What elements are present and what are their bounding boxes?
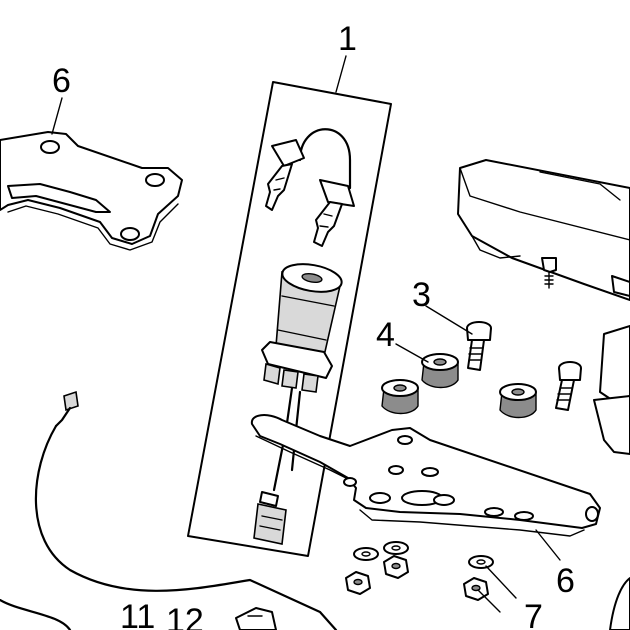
- grommet-2: [381, 379, 419, 415]
- washer-2: [383, 541, 409, 555]
- screw-right: [555, 361, 582, 411]
- leader-7b: [477, 589, 501, 613]
- leader-7a: [485, 565, 517, 599]
- nut-2: [345, 571, 371, 595]
- leader-4: [395, 343, 429, 363]
- cable: [0, 390, 338, 630]
- nut-1: [383, 555, 409, 579]
- callout-12: 12: [166, 602, 204, 630]
- callout-6-top: 6: [52, 62, 71, 100]
- leader-3: [425, 305, 473, 335]
- ignition-switch: [261, 263, 343, 393]
- callout-6-bottom: 6: [556, 562, 575, 600]
- leader-1: [335, 55, 347, 93]
- key-right: [313, 179, 355, 247]
- grommet-3: [499, 383, 537, 419]
- grommet-1: [421, 353, 459, 389]
- fork-edge: [609, 577, 630, 630]
- washer-1: [353, 547, 379, 561]
- instrument-bracket: [250, 414, 601, 537]
- connector-plug: [253, 491, 287, 545]
- screw-upper: [466, 321, 492, 371]
- instrument-cluster: [457, 159, 630, 455]
- callout-7: 7: [524, 598, 543, 630]
- ignition-kit-panel: [187, 81, 392, 557]
- leader-6-bottom: [535, 529, 561, 561]
- mounting-plate-top: [0, 131, 183, 251]
- callout-3: 3: [412, 276, 431, 314]
- callout-1: 1: [338, 20, 357, 58]
- callout-4: 4: [376, 316, 395, 354]
- washer-3: [468, 555, 494, 569]
- leader-6-top: [51, 97, 63, 135]
- callout-11: 11: [120, 598, 155, 630]
- key-left: [265, 139, 305, 211]
- small-clip: [235, 607, 277, 630]
